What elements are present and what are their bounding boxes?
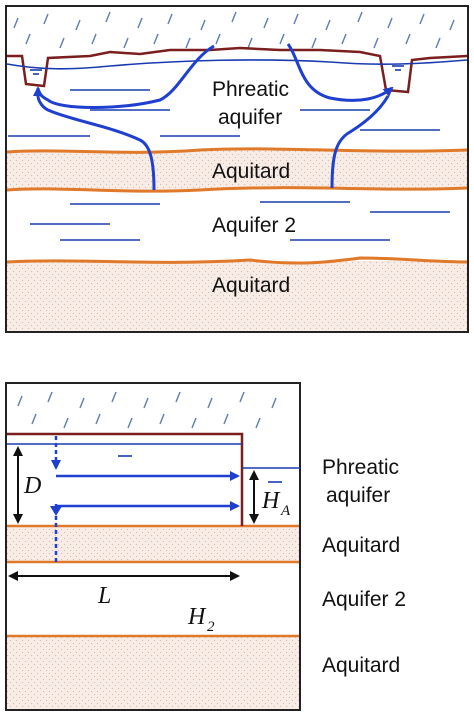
top-aquitard-lower-fill [7, 260, 467, 331]
top-label-aquitard-lower: Aquitard [212, 274, 290, 297]
top-ground-surface [7, 46, 468, 94]
bottom-leakage-arrowhead [50, 506, 62, 516]
top-water-level-marks [30, 65, 404, 75]
top-label-aquitard-upper: Aquitard [212, 160, 290, 183]
bottom-aquitard-lower-fill [7, 636, 299, 709]
flow-arrow-right-upward [330, 95, 390, 189]
symbol-D: D [23, 473, 41, 499]
top-aquifer-lines [8, 89, 450, 241]
bottom-label-phreatic-2: aquifer [326, 484, 390, 507]
top-label-phreatic-2: aquifer [218, 106, 282, 129]
bottom-label-phreatic-1: Phreatic [322, 456, 399, 479]
bottom-label-aquifer2: Aquifer 2 [322, 588, 406, 611]
bottom-label-aquitard-upper: Aquitard [322, 534, 400, 557]
top-flow-arrows [33, 43, 394, 191]
bottom-rain [17, 391, 277, 429]
symbol-L: L [97, 583, 111, 609]
top-aquitard-upper-boundary-bottom [6, 186, 468, 193]
top-aquitard-lower-boundary [6, 256, 468, 265]
bottom-aquitard-upper-fill [7, 526, 299, 562]
flow-arrow-left-loop [33, 44, 215, 109]
symbol-H-subscript: A [280, 503, 291, 519]
top-aquitard-upper-fill [7, 148, 467, 192]
bottom-ground-surface [7, 432, 244, 526]
top-water-table [6, 59, 468, 70]
top-label-aquifer2: Aquifer 2 [212, 214, 296, 237]
symbol-H2-subscript: 2 [207, 619, 215, 635]
top-panel: Phreatic aquifer Aquitard Aquifer 2 Aqui… [5, 5, 469, 333]
symbol-H: H [261, 488, 281, 514]
top-rain [13, 11, 455, 49]
flow-arrow-left-upward [36, 95, 156, 191]
top-label-phreatic-1: Phreatic [212, 78, 289, 101]
flow-arrow-right-loop [286, 43, 394, 102]
top-aquitard-upper-boundary-top [6, 147, 468, 154]
bottom-panel: D H A L H 2 Phreatic aquifer Aquitard Aq… [5, 382, 406, 711]
bottom-label-aquitard-lower: Aquitard [322, 654, 400, 677]
symbol-H2: H [187, 604, 207, 630]
